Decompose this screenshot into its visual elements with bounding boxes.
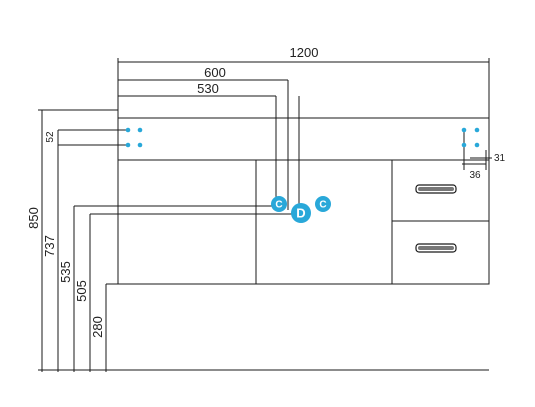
dim-label-530: 530 [197,81,219,96]
dim-label-737: 737 [42,235,57,257]
mount-dot-right-2 [474,127,480,133]
mount-dot-left-3 [125,142,131,148]
countertop [117,117,490,161]
dim-label-280: 280 [90,316,105,338]
mount-dot-right-3 [461,142,467,148]
dim-label-600: 600 [204,65,226,80]
dim-label-36: 36 [469,170,481,181]
drawer-handle-bottom [415,243,457,253]
dim-label-31: 31 [494,153,506,164]
dim-label-52: 52 [45,131,56,143]
cabinet-body [117,159,490,285]
mount-dot-right-4 [474,142,480,148]
cold-water-marker-left [271,196,287,212]
drawer-handle-top [415,184,457,194]
drain-marker [291,203,311,223]
mount-dot-left-4 [137,142,143,148]
mount-dot-left-1 [125,127,131,133]
dim-label-505: 505 [74,280,89,302]
mount-dot-right-1 [461,127,467,133]
dim-label-850: 850 [26,207,41,229]
cold-water-label-left: C [275,200,282,211]
mount-dot-left-2 [137,127,143,133]
dim-label-1200: 1200 [290,45,319,60]
cold-water-marker-right [315,196,331,212]
drain-label: D [296,206,305,221]
dim-label-535: 535 [58,261,73,283]
cold-water-label-right: C [319,200,326,211]
